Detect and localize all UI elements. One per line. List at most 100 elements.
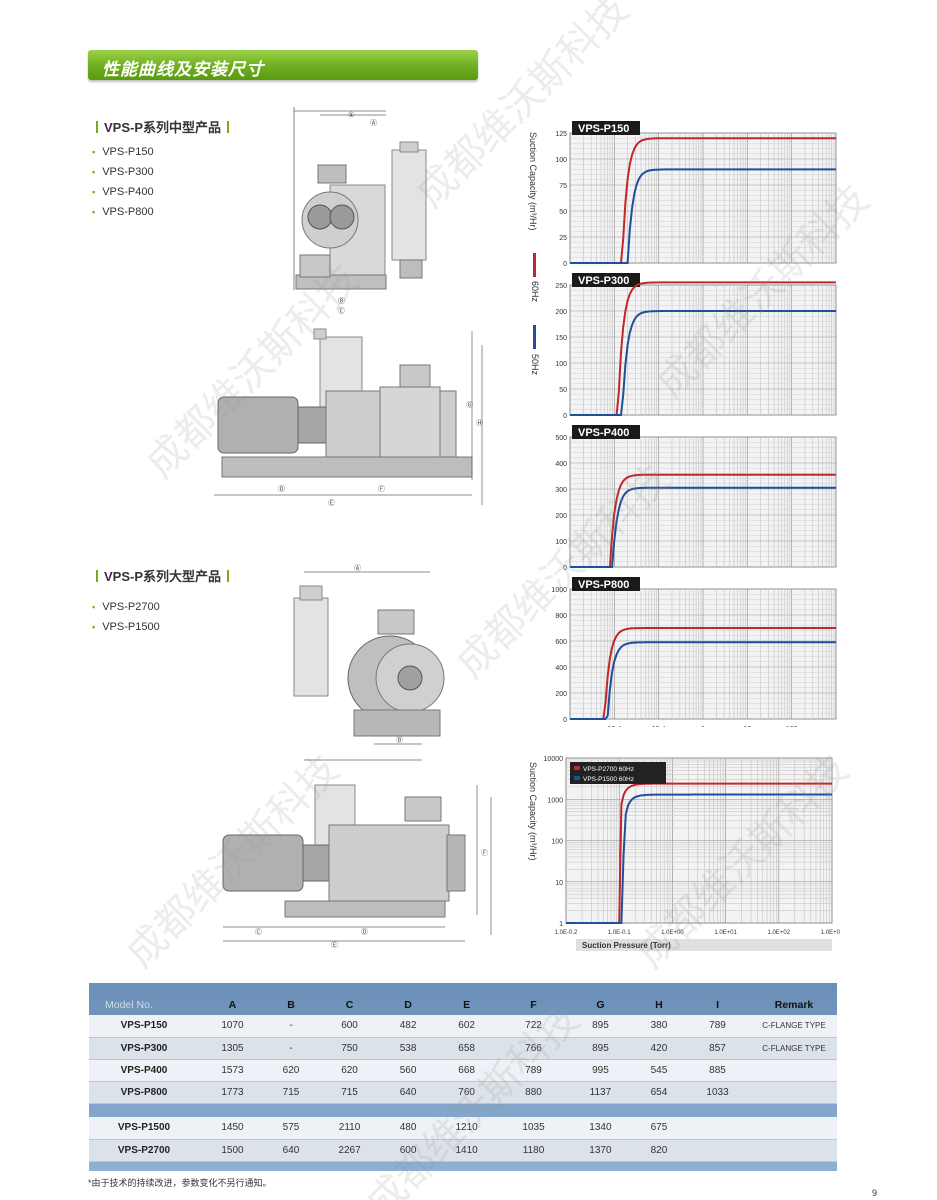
table-header-row: Model No. A B C D E F G H I Remark xyxy=(89,995,837,1015)
y-tick-label: 0 xyxy=(563,261,567,268)
y-tick-label: 0 xyxy=(563,565,567,572)
y-tick-label: 100 xyxy=(555,157,567,164)
table-cell xyxy=(751,1139,837,1162)
series-line xyxy=(566,793,832,924)
table-cell: 545 xyxy=(633,1059,685,1082)
series-line xyxy=(570,627,836,720)
y-tick-label: 25 xyxy=(559,235,567,242)
svg-text:Ⓖ: Ⓖ xyxy=(466,401,473,409)
table-cell xyxy=(684,1117,751,1140)
table-cell: 600 xyxy=(316,1015,383,1038)
x-tick-label: 1.0E+03 xyxy=(821,930,840,936)
table-cell: 654 xyxy=(633,1081,685,1104)
svg-text:Ⓔ: Ⓔ xyxy=(328,499,335,507)
table-cell: 715 xyxy=(316,1081,383,1104)
table-cell: 1573 xyxy=(199,1059,266,1082)
table-cell: 600 xyxy=(382,1139,434,1162)
y-tick-label: 300 xyxy=(555,487,567,494)
y-tick-label: 1 xyxy=(559,921,563,928)
model-cell: VPS-P1500 xyxy=(89,1117,199,1140)
table-cell: 895 xyxy=(566,1037,634,1060)
y-tick-label: 800 xyxy=(555,613,567,620)
x-tick-label: 1.0E+01 xyxy=(714,930,737,936)
y-tick-label: 500 xyxy=(555,435,567,442)
column-header: D xyxy=(404,999,412,1011)
table-cell: 895 xyxy=(566,1015,634,1038)
column-header: C xyxy=(345,999,354,1011)
y-tick-label: 600 xyxy=(555,639,567,646)
table-cell: 560 xyxy=(382,1059,434,1082)
chart-title-bg xyxy=(572,577,640,591)
column-header: F xyxy=(530,999,537,1011)
chart-title: VPS-P400 xyxy=(578,427,629,439)
legend-60hz-label: 60Hz xyxy=(530,281,540,303)
x-tick-label: 10⁻² xyxy=(607,726,621,727)
svg-text:Ⓕ: Ⓕ xyxy=(481,849,488,857)
svg-text:Ⓐ: Ⓐ xyxy=(370,119,377,127)
y-tick-label: 10000 xyxy=(544,756,564,763)
legend-swatch xyxy=(574,766,580,770)
table-cell: 1773 xyxy=(199,1081,266,1104)
model-cell: VPS-P300 xyxy=(89,1037,199,1060)
column-header: H xyxy=(655,999,663,1011)
table-cell: 420 xyxy=(633,1037,685,1060)
mid-series-charts: VPS-P1501251007550250VPS-P30025020015010… xyxy=(551,121,837,727)
table-cell: 1305 xyxy=(199,1037,266,1060)
series-line xyxy=(570,168,836,264)
table-cell: 1137 xyxy=(566,1081,634,1104)
legend-60hz-swatch xyxy=(533,253,536,277)
chart-title: VPS-P800 xyxy=(578,579,629,591)
mid-series-title: VPS-P系列中型产品 xyxy=(90,117,235,136)
table-cell: 1370 xyxy=(566,1139,634,1162)
series-line xyxy=(570,486,836,568)
chart-title-bg xyxy=(572,273,640,287)
y-tick-label: 0 xyxy=(563,413,567,420)
table-cell: 480 xyxy=(382,1117,434,1140)
svg-text:Ⓓ: Ⓓ xyxy=(278,485,285,493)
table-cell: 668 xyxy=(433,1059,501,1082)
ylabel-bottom: Suction Capacity (m³/Hr) xyxy=(528,762,538,861)
svg-text:①: ① xyxy=(348,111,354,119)
y-tick-label: 400 xyxy=(555,461,567,468)
table-cell: C-FLANGE TYPE xyxy=(751,1015,837,1038)
series-line xyxy=(570,473,836,568)
table-cell: - xyxy=(265,1015,317,1038)
legend-50hz-swatch xyxy=(533,325,536,349)
series-line xyxy=(570,310,836,416)
legend-entry: VPS-P1500 60Hz xyxy=(583,776,634,783)
table-cell: 620 xyxy=(265,1059,317,1082)
mid-pump-silencer-drawing xyxy=(391,141,427,279)
x-tick-label: 10⁻¹ xyxy=(652,726,666,727)
column-header: A xyxy=(228,999,237,1011)
y-tick-label: 200 xyxy=(555,691,567,698)
table-cell: 575 xyxy=(265,1117,317,1140)
x-tick-label: 1.0E-0.2 xyxy=(555,930,578,936)
list-item: VPS-P1500 xyxy=(92,617,159,637)
x-tick-label: 100 xyxy=(786,726,798,727)
y-tick-label: 150 xyxy=(555,335,567,342)
y-tick-label: 50 xyxy=(559,209,567,216)
x-tick-label: 1 xyxy=(701,726,705,727)
x-tick-label: 1.0E+00 xyxy=(661,930,684,936)
svg-text:Ⓑ: Ⓑ xyxy=(396,736,403,744)
table-cell xyxy=(684,1139,751,1162)
table-cell: 1410 xyxy=(433,1139,501,1162)
x-tick-label: 10 xyxy=(743,726,751,727)
legend-50hz-label: 50Hz xyxy=(530,354,540,376)
svg-text:Ⓒ: Ⓒ xyxy=(255,928,262,936)
list-item: VPS-P300 xyxy=(92,162,153,182)
legend-swatch xyxy=(574,776,580,780)
table-cell xyxy=(751,1081,837,1104)
table-cell: 538 xyxy=(382,1037,434,1060)
column-header: I xyxy=(716,999,719,1011)
svg-text:Ⓕ: Ⓕ xyxy=(378,485,385,493)
table-cell: 1033 xyxy=(684,1081,751,1104)
y-tick-label: 400 xyxy=(555,665,567,672)
table-cell: 880 xyxy=(500,1081,567,1104)
list-item: VPS-P2700 xyxy=(92,597,159,617)
y-tick-label: 10 xyxy=(555,880,563,887)
table-cell: 789 xyxy=(684,1015,751,1038)
